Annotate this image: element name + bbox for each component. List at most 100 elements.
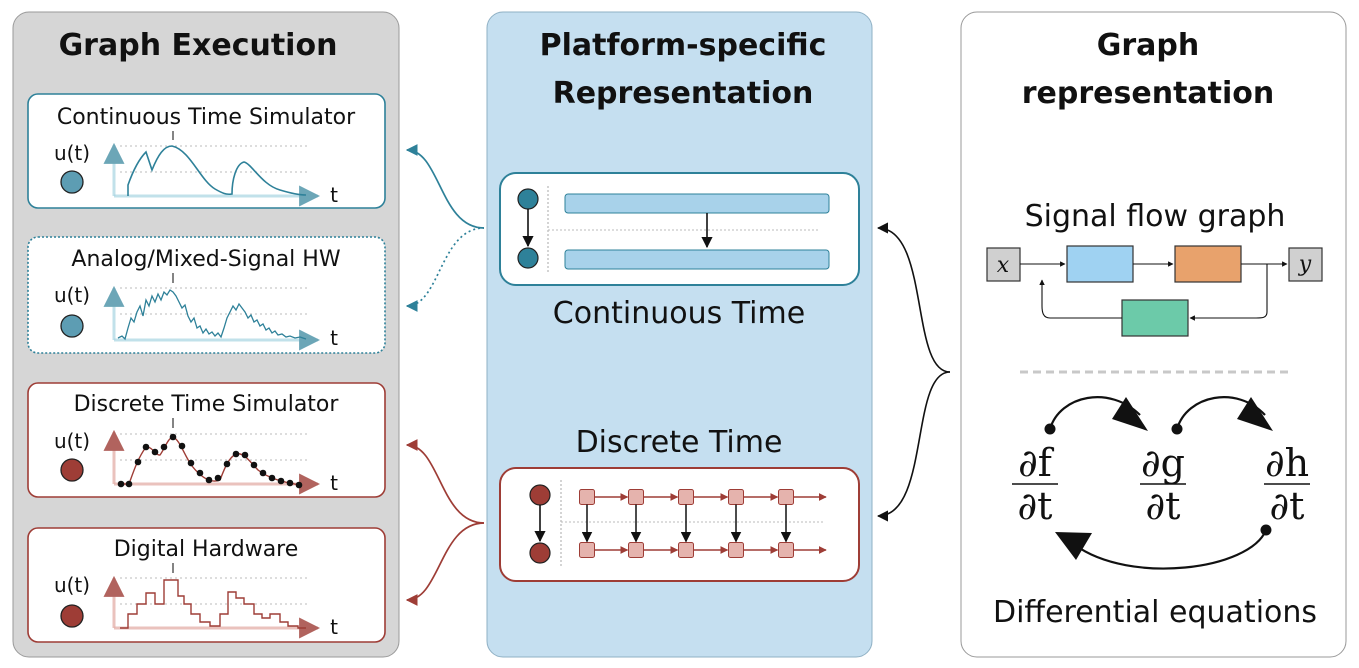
discrete-time-box [499, 467, 860, 582]
noisy-signal-curve [117, 289, 307, 341]
differential-equations: ∂f ∂t ∂g ∂t ∂h ∂t [1012, 396, 1310, 570]
sample-point [214, 474, 222, 482]
sample-block [628, 489, 644, 505]
y-axis-label: u(t) [54, 429, 90, 453]
signal-curve [127, 145, 307, 196]
node-dot [60, 170, 84, 194]
arrowhead [1055, 532, 1092, 560]
equation-dg-dt: ∂g ∂t [1140, 441, 1186, 528]
sample-point [160, 443, 168, 451]
input-node [986, 247, 1021, 282]
eq-denominator: ∂t [1270, 484, 1305, 528]
sample-block [728, 489, 744, 505]
sample-point [277, 477, 285, 485]
graph-panel-title-line1: Graph [1097, 28, 1200, 63]
card-title: Analog/Mixed-Signal HW [71, 247, 340, 272]
sample-point [223, 460, 231, 468]
platform-panel-title-line2: Representation [553, 76, 814, 111]
teal-connector-solid [405, 144, 485, 229]
card-discrete-simulator: Discrete Time Simulator u(t) t [27, 382, 386, 498]
node-dot [60, 458, 84, 482]
sample-point [142, 443, 150, 451]
sample-point [286, 479, 294, 487]
sample-points [117, 433, 303, 489]
sample-point [196, 469, 204, 477]
eq-denominator: ∂t [1146, 484, 1181, 528]
x-axis-label: t [330, 183, 338, 207]
eq-numerator: ∂f [1018, 441, 1055, 485]
y-axis-label: u(t) [54, 283, 90, 307]
continuous-bar [564, 249, 830, 270]
card-title: Digital Hardware [114, 537, 299, 562]
feedback-arrow-out [1039, 279, 1122, 319]
teal-connector-dotted [405, 227, 485, 312]
node-dot [529, 542, 551, 564]
equation-dh-dt: ∂h ∂t [1264, 441, 1310, 528]
card-continuous-simulator: Continuous Time Simulator u(t) t [27, 93, 386, 209]
execution-panel-title: Graph Execution [59, 28, 338, 63]
sample-block [778, 542, 794, 558]
sample-block [678, 542, 694, 558]
platform-panel-title-line1: Platform-specific [540, 28, 827, 63]
eq-denominator: ∂t [1018, 484, 1053, 528]
sample-block [579, 489, 595, 505]
x-axis-label: t [330, 615, 338, 639]
x-axis-label: t [330, 326, 338, 350]
card-title: Continuous Time Simulator [57, 105, 356, 130]
sample-point [259, 469, 267, 477]
y-axis-label: u(t) [54, 141, 90, 165]
sample-block [728, 542, 744, 558]
signal-flow-title: Signal flow graph [1025, 199, 1286, 234]
card-analog-hw: Analog/Mixed-Signal HW u(t) t [27, 236, 386, 354]
sample-point [268, 474, 276, 482]
discrete-time-label: Discrete Time [576, 425, 783, 460]
sample-block [579, 542, 595, 558]
eq-numerator: ∂g [1141, 441, 1185, 485]
node-dot [60, 604, 84, 628]
sample-point [125, 480, 133, 488]
sample-point [187, 459, 195, 467]
graph-panel-title-line2: representation [1022, 76, 1275, 111]
feedback-arrow-in [1189, 264, 1268, 321]
continuous-time-label: Continuous Time [553, 296, 805, 331]
sample-point [169, 433, 177, 441]
sample-block [778, 489, 794, 505]
sample-point [241, 451, 249, 459]
continuous-time-box [499, 172, 860, 286]
card-digital-hw: Digital Hardware u(t) t [27, 527, 386, 643]
sample-point [117, 480, 125, 488]
eq-numerator: ∂h [1265, 441, 1309, 485]
node-dot [517, 247, 539, 269]
x-axis-label: t [330, 471, 338, 495]
node-dot [60, 314, 84, 338]
node-dot [529, 484, 551, 506]
discrete-sample-grid [579, 489, 827, 558]
continuous-bar [564, 193, 830, 214]
block-blue [1066, 245, 1134, 283]
sample-block [628, 542, 644, 558]
red-connector-upper [405, 439, 485, 524]
input-node-label: x [997, 253, 1010, 278]
equation-df-dt: ∂f ∂t [1012, 441, 1058, 528]
sample-block [678, 489, 694, 505]
sample-point [250, 461, 258, 469]
block-orange [1174, 245, 1242, 283]
sample-point [134, 458, 142, 466]
sample-point [232, 450, 240, 458]
card-title: Discrete Time Simulator [74, 392, 340, 417]
differential-equations-title: Differential equations [993, 595, 1317, 630]
block-green [1121, 299, 1189, 337]
node-dot [517, 188, 539, 210]
red-connector-lower [405, 522, 485, 606]
sample-point [151, 448, 159, 456]
arrowhead [1112, 397, 1148, 431]
curved-arrow-h-to-f [1074, 529, 1268, 570]
output-node-label: y [1298, 252, 1312, 277]
sample-point [178, 442, 186, 450]
black-connector-lower [876, 371, 951, 522]
sample-point [295, 481, 303, 489]
signal-flow-graph: x y [986, 245, 1323, 337]
y-axis-label: u(t) [54, 573, 90, 597]
arrowhead [1237, 397, 1273, 431]
